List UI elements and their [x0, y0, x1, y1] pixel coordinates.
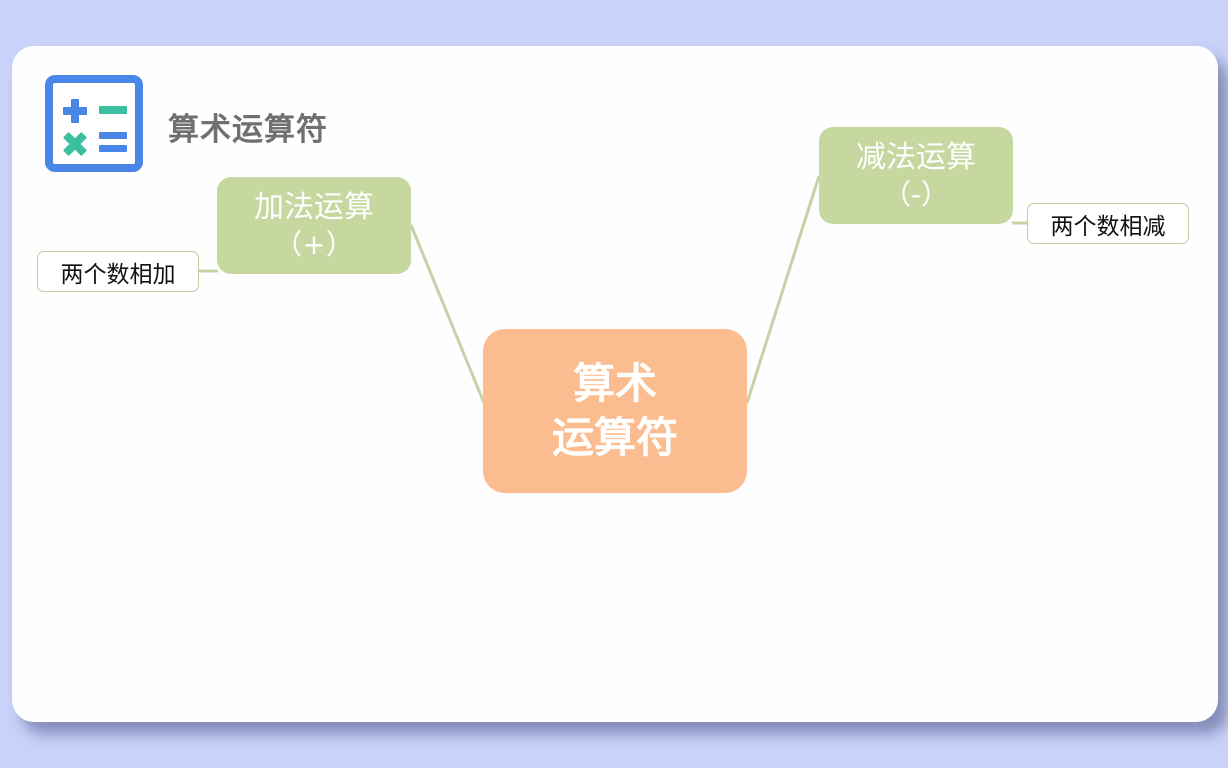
- branch-symbol: （+）: [274, 227, 354, 261]
- branch-symbol: （-）: [882, 177, 950, 211]
- equals-icon: [99, 132, 127, 139]
- branch-node-addition[interactable]: 加法运算 （+）: [217, 177, 411, 274]
- leaf-label: 两个数相减: [1050, 213, 1166, 240]
- equals-icon-lower: [99, 145, 127, 152]
- branch-label: 减法运算: [856, 139, 976, 175]
- connector-center-to-subtract: [745, 175, 821, 404]
- central-topic-node[interactable]: 算术 运算符: [483, 329, 747, 493]
- page-title: 算术运算符: [168, 112, 328, 148]
- central-topic-line2: 运算符: [551, 413, 678, 462]
- branch-node-subtraction[interactable]: 减法运算 （-）: [819, 127, 1013, 224]
- leaf-label: 两个数相加: [60, 261, 176, 288]
- connector-center-to-add: [409, 224, 486, 404]
- minus-icon: [99, 106, 127, 114]
- leaf-node-subtraction[interactable]: 两个数相减: [1027, 203, 1189, 244]
- calculator-icon: [45, 75, 143, 172]
- central-topic-line1: 算术: [572, 359, 657, 408]
- leaf-node-addition[interactable]: 两个数相加: [37, 251, 199, 292]
- branch-label: 加法运算: [254, 189, 374, 225]
- plus-icon-vertical: [71, 99, 79, 123]
